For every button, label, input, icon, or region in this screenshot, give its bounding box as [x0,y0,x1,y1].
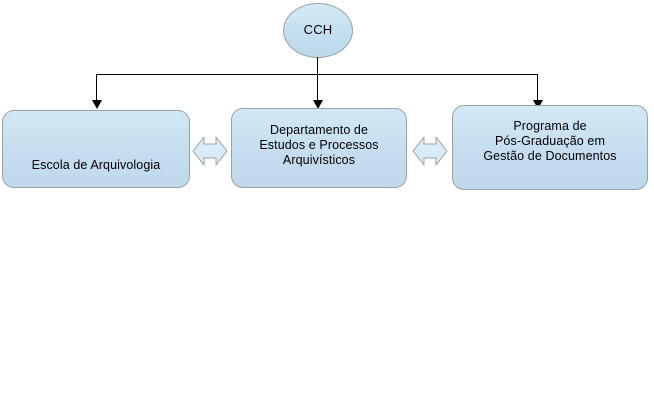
node-departamento-estudos-processos-arquivisticos[interactable]: Departamento de Estudos e Processos Arqu… [231,108,407,188]
connector-cch-stem [317,57,318,75]
bidirectional-arrow-departamento-programa[interactable] [411,129,449,173]
connector-drop-escola [96,74,97,102]
bidirectional-arrow-escola-departamento[interactable] [191,129,229,173]
connector-horizontal-bus [96,74,537,75]
node-cch-label: CCH [303,22,333,38]
arrowhead-escola [92,100,102,109]
node-programa-label: Programa de Pós-Graduação em Gestão de D… [483,119,617,163]
node-escola-label: Escola de Arquivologia [31,158,161,172]
connector-drop-programa [537,74,538,102]
node-departamento-label: Departamento de Estudos e Processos Arqu… [259,123,379,167]
node-programa-pos-graduacao-gestao-documentos[interactable]: Programa de Pós-Graduação em Gestão de D… [452,105,648,190]
connector-drop-departamento [317,74,318,102]
node-cch[interactable]: CCH [283,3,353,58]
arrowhead-programa [533,100,543,109]
node-escola-de-arquivologia[interactable]: Escola de Arquivologia [2,110,190,188]
arrowhead-departamento [313,100,323,109]
